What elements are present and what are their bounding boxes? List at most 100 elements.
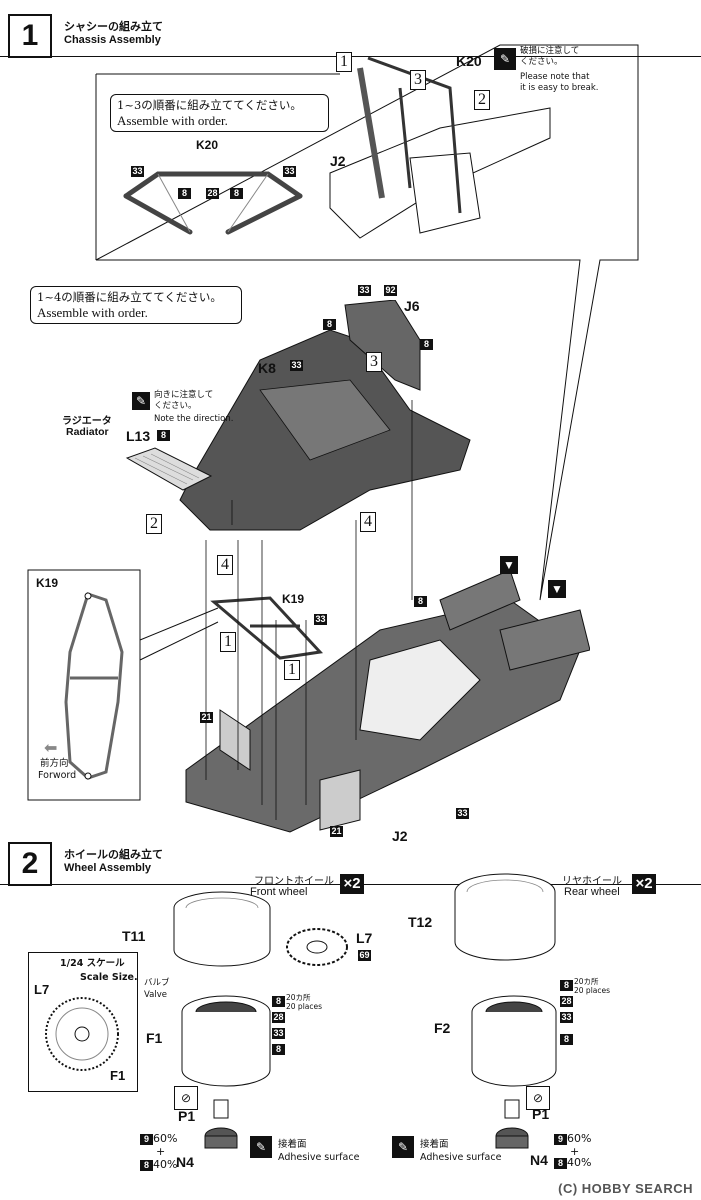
num-9: 9 xyxy=(140,1134,153,1145)
order-4: 4 xyxy=(217,555,233,575)
order-1: 1 xyxy=(336,52,352,72)
j2-label-top: J2 xyxy=(330,153,346,169)
scale-label-ja: 1/24 スケール xyxy=(60,958,125,969)
l7-brake-disc-drawing xyxy=(286,928,348,966)
p1-label: P1 xyxy=(532,1106,550,1122)
num-8: 8 xyxy=(230,188,243,199)
caution-note-en: Please note that it is easy to break. xyxy=(520,72,599,93)
l7-scale-label: L7 xyxy=(34,982,50,997)
num-33: 33 xyxy=(272,1028,285,1039)
rear-tire-drawing xyxy=(454,873,556,961)
p1-n4-front-drawing xyxy=(204,1099,238,1149)
num-21: 21 xyxy=(200,712,213,723)
j6-label: J6 xyxy=(404,298,420,314)
rear-plus: + xyxy=(570,1145,580,1158)
places-ja: 20カ所 xyxy=(574,977,599,986)
forward-arrow-icon: ⬅ xyxy=(44,740,58,757)
f1-label: F1 xyxy=(146,1030,163,1046)
front-wheel-label-ja: フロントホイール xyxy=(254,876,334,887)
no-glue-icon: ⊘ xyxy=(174,1086,198,1110)
rear-pct-60: 60% xyxy=(567,1132,592,1145)
note-order-1-4: 1~4の順番に組み立ててください。 Assemble with order. xyxy=(30,286,242,324)
step-1-number: 1 xyxy=(8,14,52,58)
scale-label-en: Scale Size. xyxy=(80,972,138,983)
scale-wheel-drawing xyxy=(45,997,119,1071)
l7-label: L7 xyxy=(356,930,373,946)
k8-label: K8 xyxy=(258,360,276,376)
num-33: 33 xyxy=(560,1012,573,1023)
order-2: 2 xyxy=(474,90,490,110)
front-tire-drawing xyxy=(173,891,271,967)
t12-label: T12 xyxy=(408,914,433,930)
direction-note-ja: 向きに注意して ください。 xyxy=(154,390,214,411)
n4-label: N4 xyxy=(176,1154,194,1170)
radiator-label-ja: ラジエータ xyxy=(62,416,112,427)
pin-up-icon: ▼ xyxy=(500,556,518,574)
k20-label: K20 xyxy=(456,53,482,69)
k19-label: K19 xyxy=(282,592,305,606)
step-1-title-en: Chassis Assembly xyxy=(64,34,161,46)
valve-label-ja: バルブ xyxy=(144,978,170,988)
k20-label-small: K20 xyxy=(196,138,219,152)
rear-wheel-label-ja: リヤホイール xyxy=(562,876,622,887)
num-33: 33 xyxy=(283,166,296,177)
order-3: 3 xyxy=(410,70,426,90)
front-pct-60: 60% xyxy=(153,1132,178,1145)
adhesive-label-ja: 接着面 xyxy=(420,1139,449,1150)
step-2-title-en: Wheel Assembly xyxy=(64,862,152,874)
direction-note-en: Note the direction. xyxy=(154,414,234,424)
num-8: 8 xyxy=(178,188,191,199)
num-33: 33 xyxy=(290,360,303,371)
k8-upper-body-drawing xyxy=(179,300,471,531)
caution-brush-icon: ✎ xyxy=(494,48,516,70)
k19-frame-on-chassis xyxy=(210,596,324,660)
k19-frame-drawing xyxy=(64,592,124,780)
num-8: 8 xyxy=(272,996,285,1007)
k20-frame-drawing xyxy=(123,171,303,235)
watermark: (C) HOBBY SEARCH xyxy=(558,1181,693,1196)
t11-label: T11 xyxy=(122,928,146,944)
adhesive-brush-icon: ✎ xyxy=(250,1136,272,1158)
p1-label: P1 xyxy=(178,1108,196,1124)
caution-note-ja: 破損に注意して ください。 xyxy=(520,46,580,67)
num-33: 33 xyxy=(314,614,327,625)
rear-wheel-label-en: Rear wheel xyxy=(564,886,620,898)
front-wheel-rim-drawing xyxy=(181,995,271,1087)
j2-chassis-floor-drawing xyxy=(185,570,590,833)
num-28: 28 xyxy=(560,996,573,1007)
num-8: 8 xyxy=(323,319,336,330)
order-3: 3 xyxy=(366,352,382,372)
k19-detail-label: K19 xyxy=(36,576,59,590)
direction-brush-icon: ✎ xyxy=(132,392,150,410)
num-9: 9 xyxy=(554,1134,567,1145)
places-en: 20 places xyxy=(286,1002,323,1011)
pin-up-icon: ▼ xyxy=(548,580,566,598)
order-2: 2 xyxy=(146,514,162,534)
num-8: 8 xyxy=(157,430,170,441)
order-4: 4 xyxy=(360,512,376,532)
n4-label: N4 xyxy=(530,1152,548,1168)
num-8: 8 xyxy=(560,1034,573,1045)
num-28: 28 xyxy=(272,1012,285,1023)
step-2-title-ja: ホイールの組み立て xyxy=(64,848,163,861)
num-8: 8 xyxy=(272,1044,285,1055)
num-8: 8 xyxy=(414,596,427,607)
num-8: 8 xyxy=(140,1160,153,1171)
adhesive-label-en: Adhesive surface xyxy=(278,1152,360,1163)
num-33: 33 xyxy=(358,285,371,296)
rear-pct-40: 40% xyxy=(567,1156,592,1169)
places-en: 20 places xyxy=(574,986,611,995)
front-wheel-label-en: Front wheel xyxy=(250,886,308,898)
j2-label: J2 xyxy=(392,828,408,844)
forward-label-ja: 前方向 xyxy=(40,758,69,769)
step-2-number: 2 xyxy=(8,842,52,886)
num-21: 21 xyxy=(330,826,343,837)
order-1: 1 xyxy=(284,660,300,680)
valve-label-en: Valve xyxy=(144,990,167,1000)
adhesive-brush-icon: ✎ xyxy=(392,1136,414,1158)
radiator-label-en: Radiator xyxy=(66,426,109,438)
forward-label-en: Forword xyxy=(38,770,77,781)
rear-wheel-rim-drawing xyxy=(471,995,557,1087)
adhesive-label-ja: 接着面 xyxy=(278,1139,307,1150)
